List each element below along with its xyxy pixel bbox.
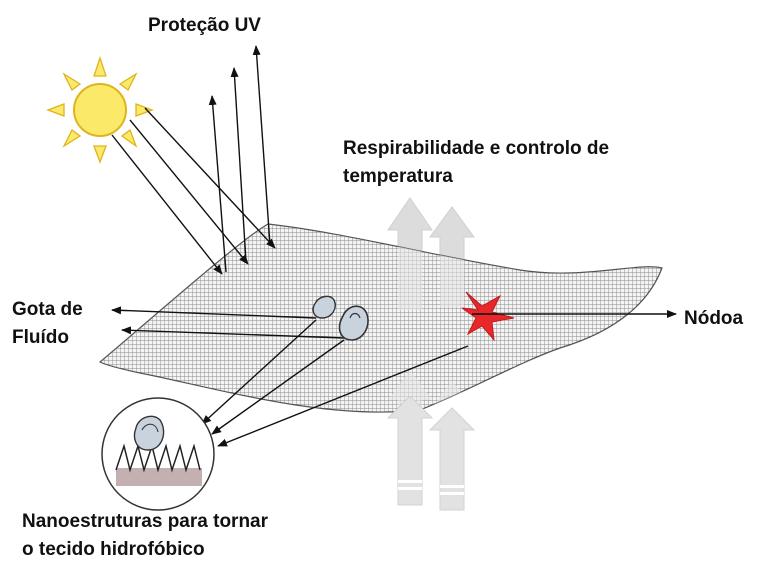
nanostructure-icon (101, 397, 215, 511)
nanostructure-label: Nanoestruturas para tornar o tecido hidr… (22, 508, 268, 563)
breathability-label-line2: temperatura (343, 165, 453, 187)
uv-protection-label: Proteção UV (148, 15, 261, 36)
droplet-icon (312, 295, 369, 341)
fluid-drop-label-line1: Gota de (12, 299, 83, 320)
fluid-drop-arrows (111, 306, 345, 339)
fluid-drop-label-line2: Fluído (12, 326, 69, 348)
stain-label: Nódoa (684, 308, 744, 329)
breathability-label: Respirabilidade e controlo de temperatur… (343, 135, 609, 190)
nano-arrows (201, 319, 469, 447)
breath-arrows-bottom (386, 395, 476, 511)
fabric-mesh (98, 223, 663, 413)
sun-icon (46, 55, 154, 164)
nanostructure-label-line2: o tecido hidrofóbico (22, 538, 205, 560)
stain-icon (461, 291, 515, 342)
nanostructure-label-line1: Nanoestruturas para tornar (22, 511, 269, 532)
breathability-label-line1: Respirabilidade e controlo de (343, 138, 610, 159)
uv-arrows (111, 45, 276, 275)
fluid-drop-label: Gota de Fluído (12, 296, 83, 351)
